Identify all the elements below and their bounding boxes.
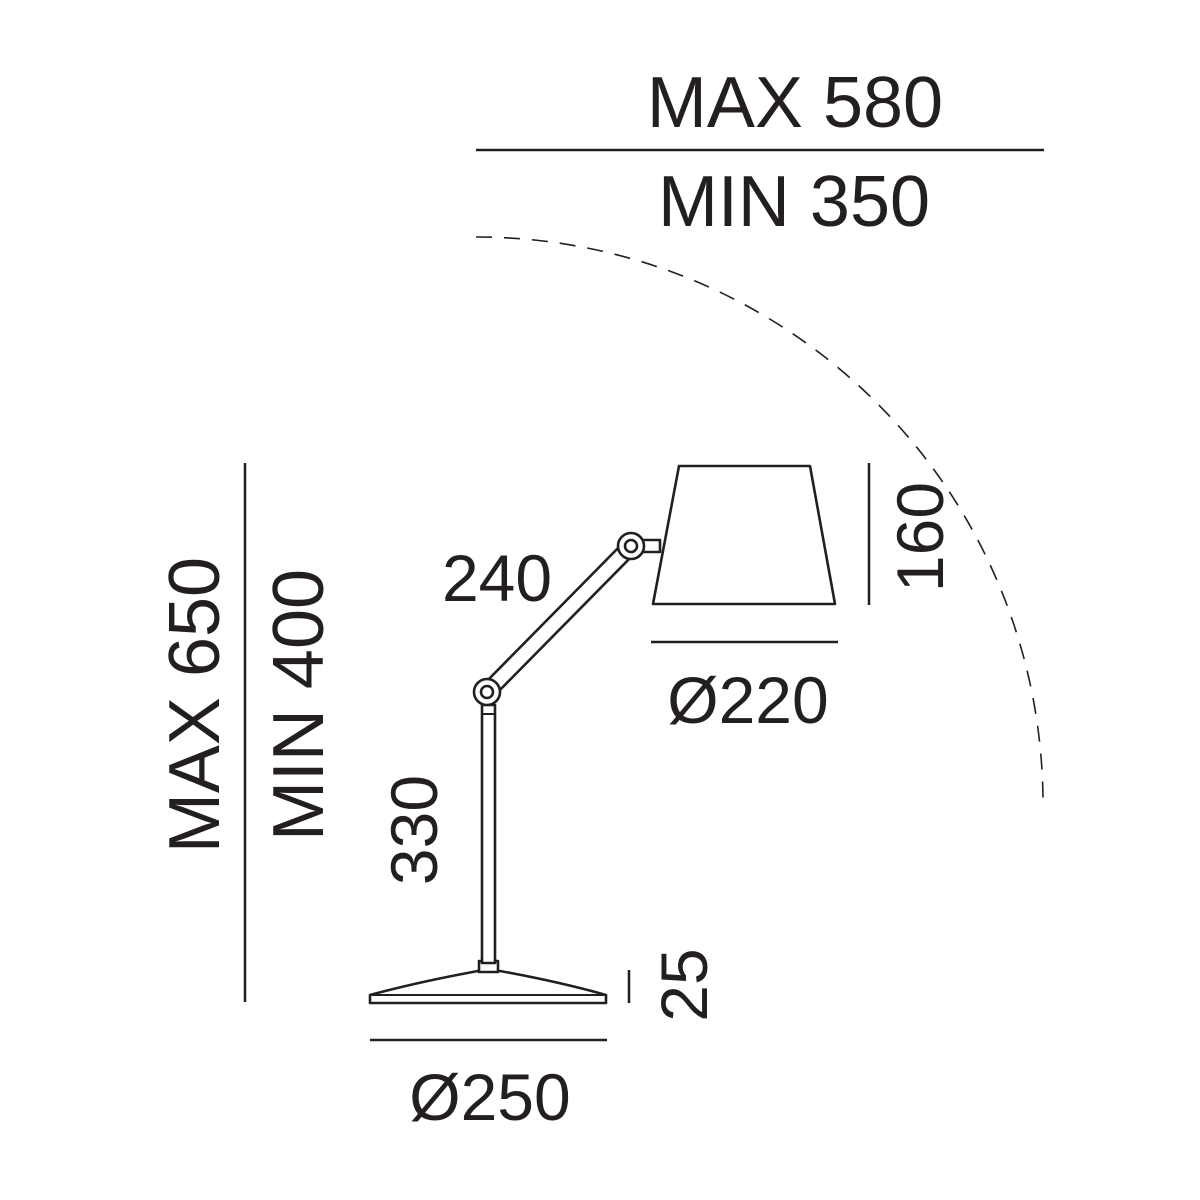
lower-joint-knob (472, 677, 502, 707)
base-height-label: 25 (647, 948, 721, 1021)
reach-dimension: MAX 580 MIN 350 (476, 63, 1044, 242)
lamp-body (368, 464, 837, 1005)
shade-diameter-dimension: Ø220 (651, 640, 838, 737)
reach-min-label: MIN 350 (658, 162, 930, 242)
lamp-base (368, 969, 608, 1005)
base-height-dimension: 25 (627, 948, 721, 1022)
base-diameter-dimension: Ø250 (370, 1038, 607, 1134)
height-max-label: MAX 650 (155, 557, 235, 853)
reach-max-label: MAX 580 (647, 63, 943, 143)
shade-diameter-label: Ø220 (667, 663, 828, 737)
shade-height-label: 160 (883, 482, 957, 592)
height-min-label: MIN 400 (259, 569, 339, 841)
upper-joint-knob (616, 531, 646, 561)
lower-arm-column (480, 703, 497, 965)
lower-arm-length-label: 330 (377, 775, 451, 885)
upper-arm-length-label: 240 (442, 541, 552, 615)
height-dimension: MAX 650 MIN 400 (155, 463, 339, 1002)
lamp-shade (651, 464, 837, 606)
base-diameter-label: Ø250 (409, 1060, 570, 1134)
shade-height-dimension: 160 (867, 463, 957, 605)
